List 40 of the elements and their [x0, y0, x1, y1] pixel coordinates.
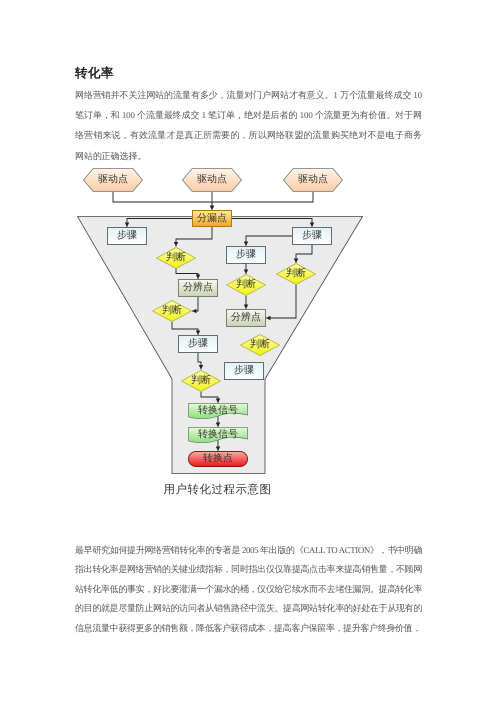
connector-arrow [216, 440, 220, 452]
decision-diamond: 判断 [181, 370, 221, 392]
connector-arrow [216, 416, 220, 428]
process-box: 步骤 [292, 227, 332, 245]
decision-diamond: 判断 [156, 246, 196, 268]
process-box: 步骤 [107, 227, 147, 245]
process-box: 步骤 [178, 335, 218, 353]
process-box: 步骤 [226, 246, 266, 264]
connector-arrow [198, 352, 204, 370]
heading: 转化率 [75, 65, 114, 81]
paragraph: 最早研究如何提升网络营销转化率的专著是 2005 年出版的《CALL TO ACTION》，书中明确指出转化率是网络营销的关键业绩指标，同时指出仅仅靠提高点击率来提高销售量，不顾网站转化率低的事实，好比要灌满一个漏水的桶，仅仅给它续水而不去堵住漏洞。提高转化率的目的就是尽量防止网站的访问者从销售路径中流失。提高网站转化率的好处在于从现有的信息流量中获得更多的销售额，降低客户获得成本，提高客户保留率，提升客户终身价值， [75, 544, 422, 635]
hexagon-shape: 驱动点 [283, 168, 343, 192]
decision-diamond: 判断 [152, 300, 192, 322]
connector-arrow [294, 244, 312, 264]
connector-arrow [266, 284, 296, 320]
document-shape: 转换信号 [188, 403, 248, 419]
process-box: 分辨点 [226, 309, 266, 327]
terminator-shape: 转换点 [188, 451, 248, 467]
decision-diamond: 判断 [240, 334, 280, 356]
hexagon-shape: 驱动点 [182, 168, 242, 192]
connector-arrow [192, 296, 198, 314]
connector-arrow [244, 236, 292, 246]
process-box: 步骤 [224, 362, 264, 380]
connector-arrow [210, 192, 314, 210]
connector-arrow [176, 268, 200, 280]
connector-arrow [244, 264, 248, 274]
process-box: 分辨点 [178, 279, 218, 297]
decision-diamond: 判断 [276, 263, 316, 285]
connector-arrow [124, 218, 192, 228]
connector-arrow [232, 218, 314, 228]
connector-arrow [174, 226, 212, 247]
process-box: 分漏点 [192, 210, 232, 227]
connector-arrow [200, 391, 220, 404]
figure-caption: 用户转化过程示意图 [164, 482, 272, 496]
decision-diamond: 判断 [226, 274, 266, 296]
document-shape: 转换信号 [188, 427, 248, 443]
hexagon-shape: 驱动点 [83, 168, 143, 192]
connector-arrow [244, 296, 248, 310]
connector-arrow [172, 322, 200, 336]
paragraph: 网络营销并不关注网站的流量有多少，流量对门户网站才有意义。1 万个流量最终成交 10 笔订单，和 100 个流量最终成交 1 笔订单，绝对是后者的 100 个流量更为有价值。对于网络营销来说，有效流量才是真正所需要的，所以网络联盟的流量购买绝对不是电子商务网站的正确选择。 [75, 89, 422, 163]
